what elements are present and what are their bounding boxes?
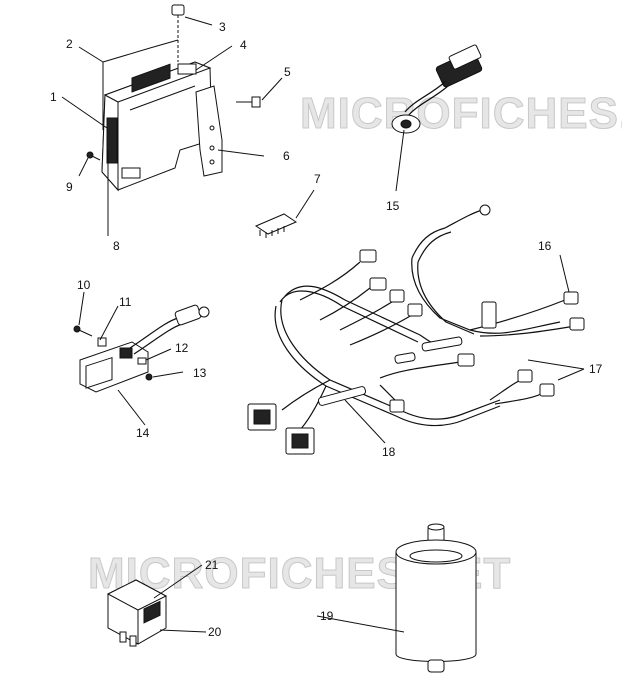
callout-14: 14	[136, 426, 150, 440]
callout-19: 19	[320, 609, 334, 623]
callout-12: 12	[175, 341, 189, 355]
callout-9: 9	[66, 180, 73, 194]
callout-3: 3	[219, 20, 226, 34]
fuel-filter-19	[395, 523, 477, 673]
callout-11: 11	[119, 295, 132, 309]
screw-10-icon	[73, 325, 93, 337]
callout-4: 4	[240, 38, 247, 52]
watermark-top: MICROFICHES.NET	[300, 89, 622, 138]
callout-1: 1	[50, 90, 57, 104]
relay-20	[106, 579, 168, 647]
callout-7: 7	[314, 172, 321, 186]
callout-16: 16	[538, 239, 552, 253]
callout-2: 2	[66, 37, 73, 51]
screw-9-icon	[86, 151, 101, 161]
callout-15: 15	[386, 199, 400, 213]
leader-lines	[61, 16, 585, 633]
wiring-harness	[247, 204, 585, 455]
callout-13: 13	[193, 366, 207, 380]
nut-13-icon	[145, 373, 153, 381]
sensor-15	[391, 44, 483, 134]
ecu-module	[101, 61, 223, 192]
chip-7-icon	[254, 213, 298, 238]
callout-21: 21	[205, 558, 219, 572]
callout-8: 8	[113, 239, 120, 253]
callout-6: 6	[283, 149, 290, 163]
callout-10: 10	[77, 278, 91, 292]
callout-18: 18	[382, 445, 396, 459]
clip-12-icon	[137, 357, 147, 365]
screw-5-icon	[236, 96, 261, 108]
callout-20: 20	[208, 625, 222, 639]
callout-5: 5	[284, 65, 291, 79]
callout-17: 17	[589, 362, 603, 376]
sensor-14	[79, 304, 210, 393]
bolt-3-icon	[171, 4, 185, 62]
